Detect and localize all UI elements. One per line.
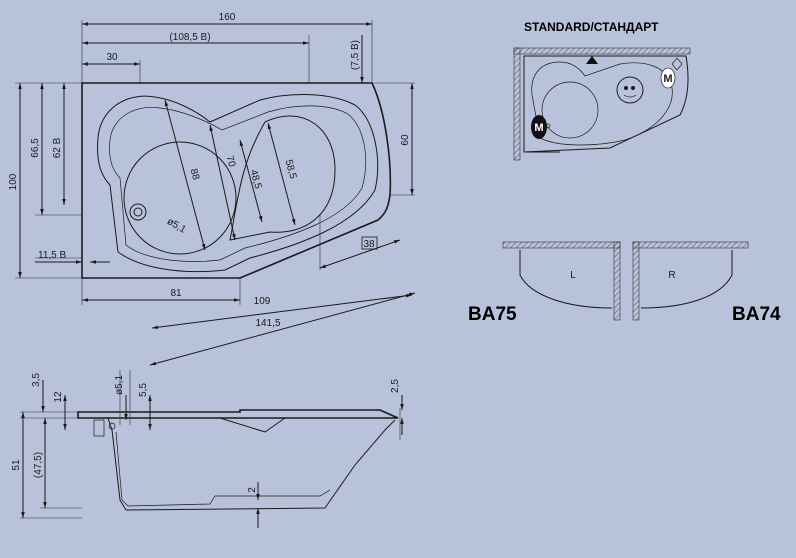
standard-wall-top — [513, 47, 691, 55]
dim-25: 2,5 — [390, 379, 401, 393]
standard-jet-dot-1 — [624, 86, 628, 90]
left-tub-outline — [519, 250, 613, 309]
standard-diamond-icon — [671, 57, 683, 71]
standard-badge-m-light-label: M — [663, 73, 672, 85]
dim-70: 70 — [224, 155, 238, 169]
dim-38: 38 — [363, 239, 375, 250]
dim-drain-51: ø5,1 — [165, 216, 188, 236]
top-view-drain — [129, 203, 147, 221]
left-wall-top — [502, 241, 621, 249]
dim-485: 48,5 — [248, 169, 264, 191]
top-view-extension-lines — [81, 20, 373, 83]
right-tub-outline — [640, 250, 733, 309]
dim-line-1415 — [149, 292, 416, 366]
right-model-label: BA74 — [732, 304, 781, 325]
dim-38-box — [361, 236, 378, 250]
top-view-extension-lines-2 — [15, 82, 415, 305]
dim-160: 160 — [219, 12, 236, 23]
standard-triangle-icon — [586, 56, 598, 64]
dim-line-70 — [209, 124, 236, 241]
dim-1415: 141,5 — [255, 318, 280, 329]
dim-88: 88 — [188, 168, 202, 182]
dim-60: 60 — [400, 134, 411, 146]
dim-35: 3,5 — [31, 373, 42, 387]
standard-badge-m-dark-label: M — [534, 122, 543, 134]
dim-12: 12 — [53, 391, 64, 403]
top-view: 160 (108,5 B) 30 (7,5 B) 100 66,5 62 B 6… — [8, 12, 416, 366]
side-view: 3,5 12 ø5,1 5,5 2,5 51 (47,5) 2 — [11, 370, 404, 528]
dim-100: 100 — [8, 173, 19, 190]
dim-585: 58,5 — [283, 159, 299, 181]
orientation-views: L BA75 R BA74 — [468, 241, 781, 325]
dim-51: 51 — [11, 459, 22, 471]
right-label: R — [668, 270, 675, 281]
standard-drain — [545, 123, 551, 129]
standard-title: STANDARD/СТАНДАРТ — [524, 20, 659, 34]
side-view-extension-lines — [20, 370, 401, 519]
dim-665: 66,5 — [30, 138, 41, 158]
top-view-well — [123, 141, 237, 255]
standard-badge-m-dark — [531, 115, 547, 139]
dim-55: 5,5 — [138, 383, 149, 397]
dim-line-585 — [267, 122, 296, 226]
standard-well — [541, 81, 599, 139]
dim-51drain: ø5,1 — [114, 375, 125, 395]
standard-view: STANDARD/СТАНДАРТ M M — [513, 20, 691, 161]
dim-62b: 62 B — [52, 137, 63, 158]
dim-1085b: (108,5 B) — [169, 32, 210, 43]
left-model-label: BA75 — [468, 304, 517, 325]
side-view-inner — [115, 431, 331, 507]
top-view-inner-line — [109, 105, 367, 262]
standard-tub-inner — [531, 61, 673, 146]
standard-jet-smile — [623, 94, 637, 98]
side-view-notch — [219, 417, 286, 433]
right-wall-side — [632, 241, 640, 321]
dim-line-88 — [164, 99, 206, 251]
top-view-inner-bowl — [97, 94, 379, 273]
dim-line-38 — [319, 239, 401, 269]
right-wall-top — [632, 241, 749, 249]
left-label: L — [570, 270, 576, 281]
standard-badge-m-light — [660, 67, 676, 89]
dim-109: 109 — [254, 296, 271, 307]
dim-line-485 — [239, 139, 263, 223]
dim-30: 30 — [106, 52, 118, 63]
dim-475: (47,5) — [33, 452, 44, 478]
dim-115b: 11,5 B — [38, 250, 66, 261]
dim-75b: (7,5 B) — [350, 40, 361, 70]
standard-jet-dot-2 — [631, 86, 635, 90]
side-view-overflow — [93, 419, 105, 437]
left-wall-side — [613, 241, 621, 321]
dim-2: 2 — [247, 487, 258, 493]
standard-wall-left — [513, 47, 521, 161]
dim-81: 81 — [170, 288, 182, 299]
standard-jet-control — [616, 76, 644, 104]
top-view-drain-inner — [133, 207, 143, 217]
side-view-drain — [108, 422, 116, 430]
